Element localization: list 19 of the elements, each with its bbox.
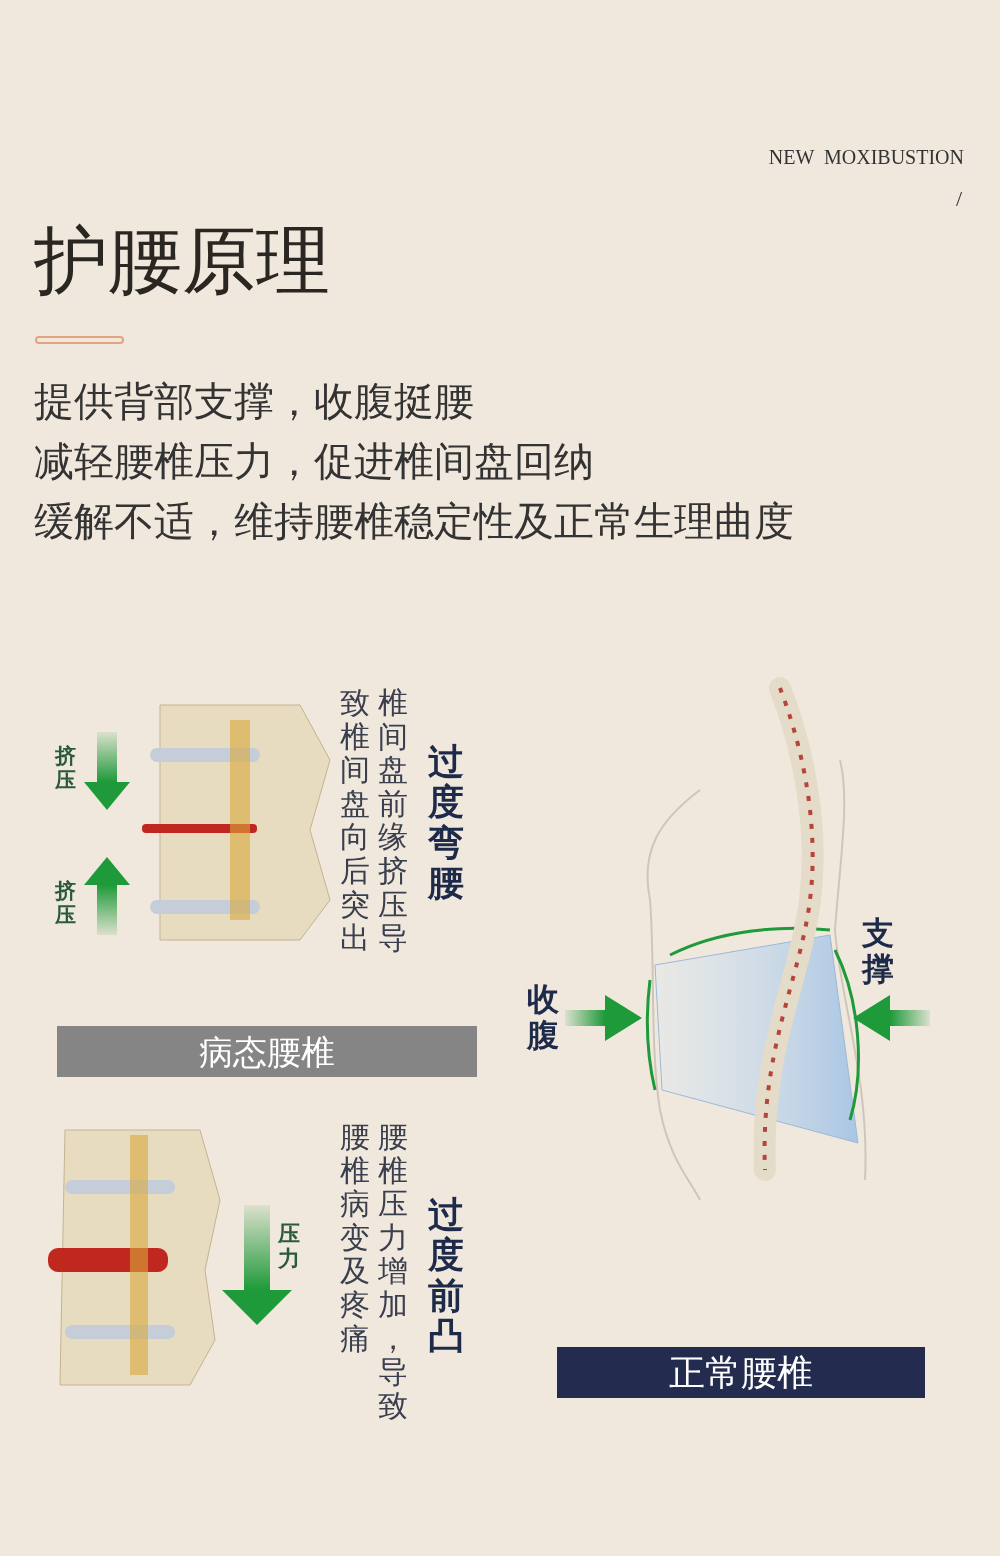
condition-description: 致椎间盘向后突出 xyxy=(340,686,370,955)
slash-mark: / xyxy=(955,186,962,212)
force-label: 收腹 xyxy=(527,982,559,1054)
condition-description: 椎间盘前缘挤压导 xyxy=(378,686,408,955)
force-label: 挤压 xyxy=(55,745,76,793)
force-label: 挤压 xyxy=(55,880,76,928)
force-label: 支撑 xyxy=(862,916,894,988)
condition-heading: 过度弯腰 xyxy=(428,742,464,904)
page-title: 护腰原理 xyxy=(34,216,330,305)
caption-band: 正常腰椎 xyxy=(557,1347,925,1398)
force-label: 压力 xyxy=(278,1222,300,1272)
condition-description: 腰椎压力增加，导致 xyxy=(378,1120,408,1423)
benefit-text: 提供背部支撑，收腹挺腰 xyxy=(34,377,474,426)
condition-description: 腰椎病变及疼痛 xyxy=(340,1120,370,1356)
benefit-text: 缓解不适，维持腰椎稳定性及正常生理曲度 xyxy=(34,497,794,546)
tagline: NEW MOXIBUSTION xyxy=(768,146,964,169)
condition-heading: 过度前凸 xyxy=(428,1195,464,1357)
benefit-text: 减轻腰椎压力，促进椎间盘回纳 xyxy=(34,437,594,486)
caption-band: 病态腰椎 xyxy=(57,1026,477,1077)
